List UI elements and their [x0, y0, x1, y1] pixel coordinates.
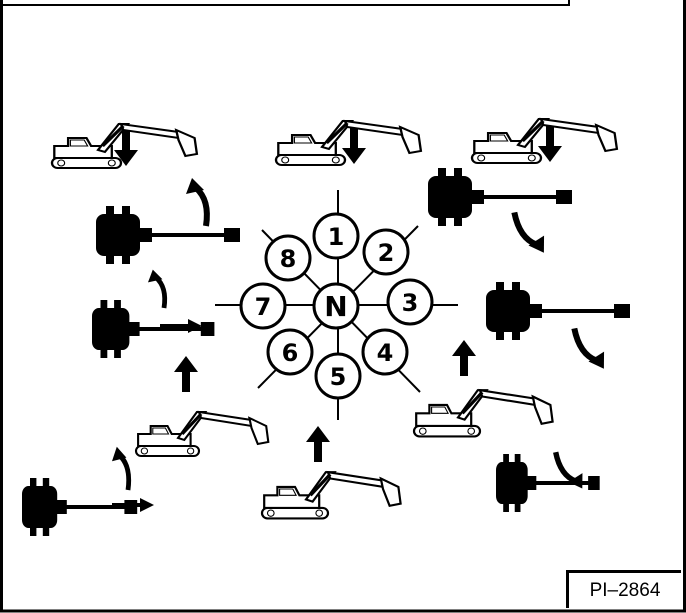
control-rosette: 1 2 3 4 5 6 7 8 N [215, 190, 458, 420]
position-7-label: 7 [255, 293, 272, 321]
position-6-circle [266, 328, 314, 376]
position-1-label: 1 [328, 223, 345, 251]
position-2-circle [362, 228, 410, 276]
curved-arrow-icon [513, 206, 549, 258]
position-3-circle [386, 278, 434, 326]
up-arrow-icon [174, 356, 198, 392]
curved-arrow-icon [148, 270, 165, 308]
position-8-label: 8 [280, 245, 297, 273]
curved-arrow-icon [186, 178, 207, 226]
position-1-circle [312, 212, 360, 260]
excavator-icon [134, 410, 270, 458]
position-4-circle [361, 328, 409, 376]
position-8-circle [264, 234, 312, 282]
position-7-circle [239, 282, 287, 330]
joystick-icon [426, 166, 574, 228]
excavator-icon [412, 388, 555, 439]
position-2-label: 2 [378, 239, 395, 267]
figure-code: PI–2864 [589, 579, 661, 601]
position-4-label: 4 [377, 339, 394, 367]
figure-code-box: PI–2864 [566, 570, 681, 608]
curved-arrow-icon [112, 447, 129, 490]
position-5-label: 5 [330, 363, 347, 391]
joystick-icon [94, 204, 242, 266]
excavator-icon [260, 470, 403, 521]
curved-arrow-icon [573, 322, 609, 374]
position-5-circle [314, 352, 362, 400]
excavator-icon [274, 119, 423, 167]
joystick-icon [484, 280, 632, 342]
curved-arrow-icon [555, 446, 587, 493]
up-arrow-icon [306, 426, 330, 462]
joystick-icon [90, 298, 217, 360]
excavator-icon [470, 117, 619, 165]
neutral-label: N [324, 290, 347, 323]
up-arrow-icon [452, 340, 476, 376]
position-3-label: 3 [402, 289, 419, 317]
position-6-label: 6 [282, 339, 299, 367]
neutral-circle [312, 282, 360, 330]
